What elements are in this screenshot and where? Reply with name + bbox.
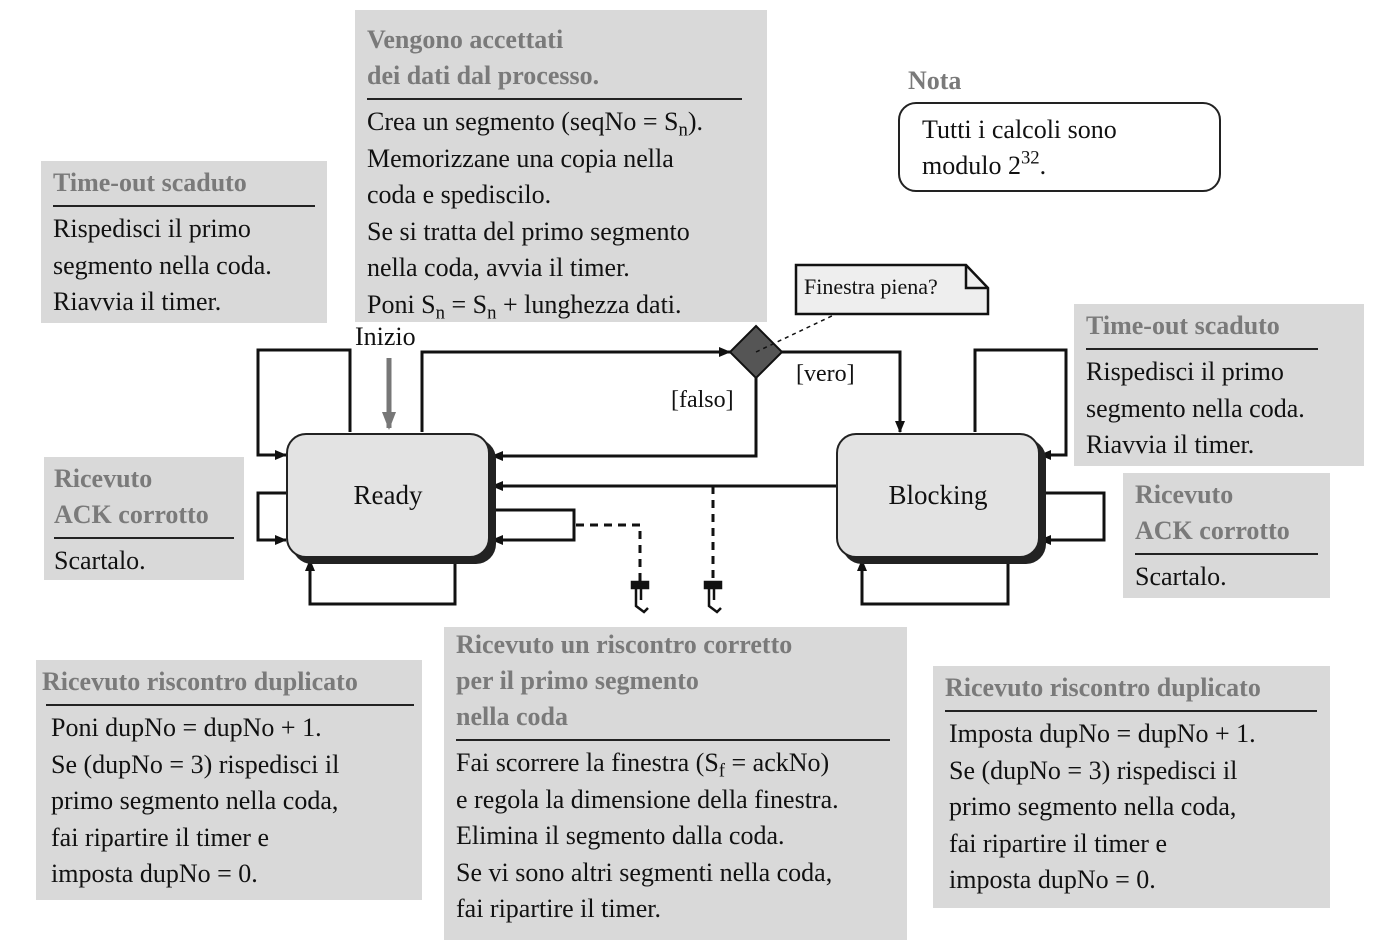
blocking-dup-loop (857, 558, 1010, 606)
panel-title: Ricevuto ACK corrotto (54, 464, 209, 529)
send-event-panel: Vengono accettati dei dati dal processo.… (355, 10, 767, 322)
guard-note-link (755, 313, 837, 353)
action-symbol-1 (630, 580, 650, 614)
ack-dashed-connector-1 (576, 523, 642, 582)
false-guard-label: [falso] (671, 387, 734, 413)
decision-false-transition (491, 377, 758, 461)
panel-title: Time-out scaduto (1086, 311, 1280, 340)
panel-title: Ricevuto ACK corrotto (1135, 480, 1290, 545)
corrupt-left-panel: Ricevuto ACK corrotto Scartalo. (44, 457, 244, 580)
start-label: Inizio (355, 322, 416, 351)
timeout-right-panel: Time-out scaduto Rispedisci il primo seg… (1074, 304, 1364, 466)
ready-state-label: Ready (353, 480, 423, 510)
note-heading: Nota (908, 66, 962, 95)
ack-middle-panel: Ricevuto un riscontro corretto per il pr… (444, 627, 907, 940)
corrupt-right-panel: Ricevuto ACK corrotto Scartalo. (1123, 473, 1330, 598)
panel-body: Fai scorrere la finestra (Sf = ackNo) e … (456, 748, 839, 923)
panel-body: Crea un segmento (seqNo = Sn). Memorizza… (367, 107, 703, 324)
note-line-1: Tutti i calcoli sono (922, 115, 1117, 144)
panel-body: Imposta dupNo = dupNo + 1. Se (dupNo = 3… (949, 719, 1256, 894)
dup-left-panel: Ricevuto riscontro duplicato Poni dupNo … (36, 660, 422, 900)
blocking-state-label: Blocking (888, 480, 988, 510)
guard-question-label: Finestra piena? (804, 274, 938, 299)
blocking-timeout-loop (973, 348, 1068, 460)
blocking-corrupt-loop (1039, 491, 1106, 545)
true-guard-label: [vero] (796, 361, 855, 387)
note-line-2: modulo 232. (922, 147, 1047, 180)
guard-note-shape (794, 263, 990, 316)
ready-send-transition (420, 347, 731, 432)
ready-ack-loop (490, 508, 576, 545)
panel-body: Scartalo. (54, 546, 146, 575)
panel-body: Poni dupNo = dupNo + 1. Se (dupNo = 3) r… (51, 713, 340, 888)
panel-body: Rispedisci il primo segmento nella coda.… (1086, 357, 1305, 459)
panel-title: Vengono accettati dei dati dal processo. (367, 25, 600, 90)
ready-dup-loop (305, 558, 457, 606)
ready-state: Ready (286, 433, 490, 558)
timeout-left-panel: Time-out scaduto Rispedisci il primo seg… (41, 161, 327, 323)
panel-title: Time-out scaduto (53, 168, 247, 197)
action-symbol-2 (703, 580, 723, 614)
panel-title: Ricevuto riscontro duplicato (945, 673, 1261, 702)
dup-right-panel: Ricevuto riscontro duplicato Imposta dup… (933, 666, 1330, 908)
decision-true-transition (782, 350, 905, 433)
panel-body: Rispedisci il primo segmento nella coda.… (53, 214, 272, 316)
ready-corrupt-loop (256, 491, 287, 545)
panel-body: Scartalo. (1135, 562, 1227, 591)
ready-timeout-loop (256, 348, 352, 460)
panel-title: Ricevuto riscontro duplicato (42, 667, 358, 696)
note-box: Tutti i calcoli sono modulo 232. (898, 102, 1221, 192)
blocking-state: Blocking (836, 433, 1040, 558)
panel-title: Ricevuto un riscontro corretto per il pr… (456, 630, 793, 731)
